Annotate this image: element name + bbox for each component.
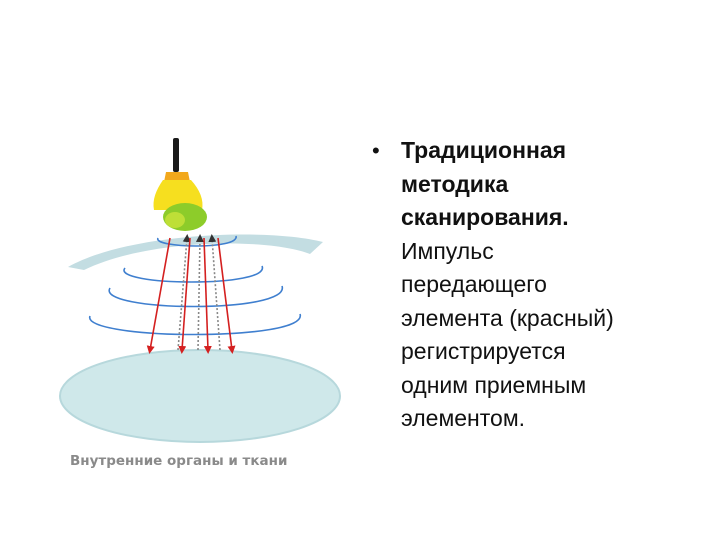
receive-beam-2 xyxy=(195,234,204,351)
text-line-3: элемента (красный) xyxy=(401,304,614,331)
transmit-beam-1 xyxy=(146,237,171,354)
probe-tip-shade xyxy=(165,212,185,228)
wave-arc-1 xyxy=(157,235,237,247)
beam-lines xyxy=(146,234,236,354)
transmit-beam-4 xyxy=(217,237,236,354)
tissue-ellipse xyxy=(59,349,341,443)
scanning-diagram: Внутренние органы и ткани xyxy=(40,120,360,490)
text-line-5: одним приемным xyxy=(401,371,587,398)
bullet-paragraph: Традиционная методика сканирования. Импу… xyxy=(401,134,692,436)
text-line-2: передающего xyxy=(401,271,547,297)
transmit-beam-2 xyxy=(178,237,191,354)
probe-body xyxy=(153,180,203,210)
bold-line-2: методика xyxy=(401,170,509,197)
receive-beam-3 xyxy=(208,234,221,351)
bold-line-1: Традиционная xyxy=(401,137,567,163)
text-line-1: Импульс xyxy=(401,237,494,264)
wave-arc-4 xyxy=(89,313,301,336)
bullet-text-block: • Традиционная методика сканирования. Им… xyxy=(372,134,692,436)
bold-line-3: сканирования. xyxy=(401,204,569,230)
diagram-caption: Внутренние органы и ткани xyxy=(70,453,288,469)
skin-surface-plane xyxy=(68,234,323,270)
wave-arc-3 xyxy=(108,285,283,308)
ultrasound-probe-icon xyxy=(153,138,207,231)
text-line-4: регистрируется xyxy=(401,338,566,364)
scanning-diagram-svg xyxy=(59,138,341,443)
text-line-6: элементом. xyxy=(401,405,526,431)
wave-fronts xyxy=(89,235,301,336)
probe-band xyxy=(164,172,190,182)
probe-cable xyxy=(173,138,179,172)
wave-arc-2 xyxy=(123,265,263,283)
bullet-marker: • xyxy=(372,138,380,163)
receive-beam-1 xyxy=(177,234,191,351)
transmit-beam-3 xyxy=(203,237,212,354)
